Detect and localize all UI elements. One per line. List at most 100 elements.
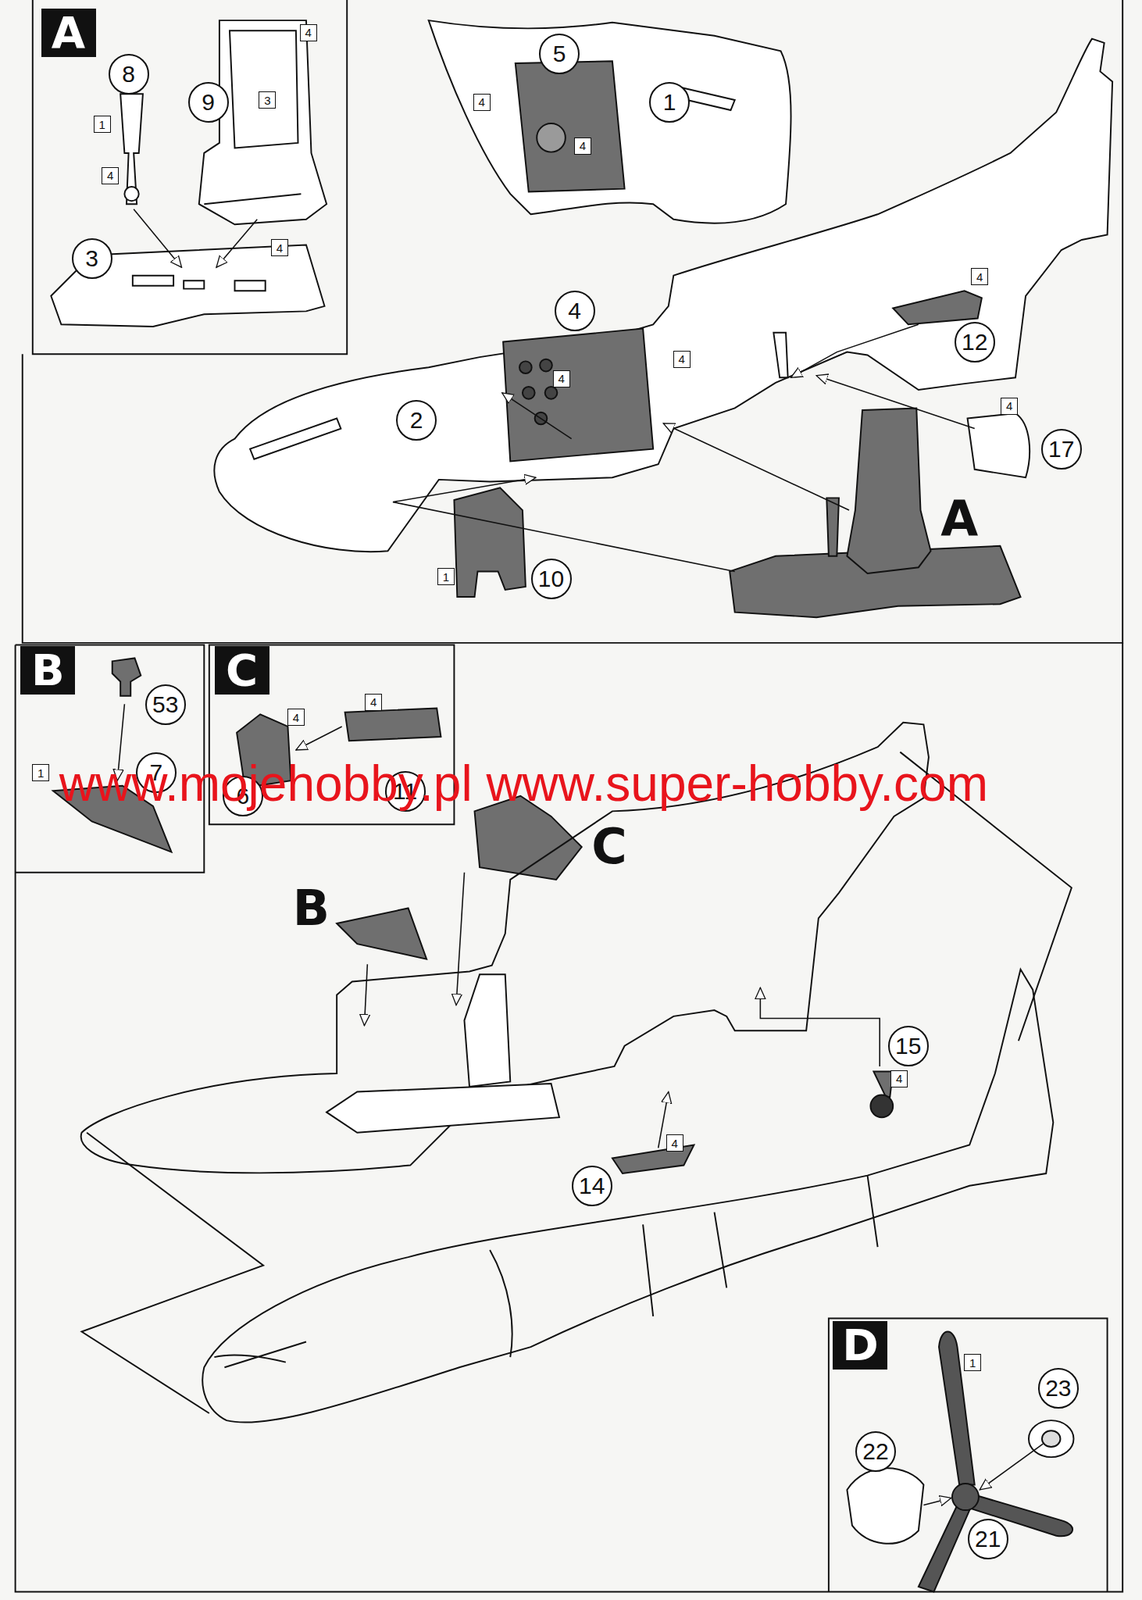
seat bbox=[199, 20, 327, 225]
control-stick bbox=[120, 93, 143, 204]
gauge bbox=[519, 360, 532, 374]
part-number: 9 bbox=[201, 90, 215, 115]
color-code: 1 bbox=[93, 115, 111, 133]
callout-number: 12 bbox=[954, 321, 996, 363]
part-number: 4 bbox=[567, 299, 582, 323]
part-number: 2 bbox=[410, 408, 424, 432]
callout-number: 22 bbox=[855, 1431, 896, 1472]
color-code: 4 bbox=[364, 693, 382, 711]
part-10 bbox=[453, 487, 525, 597]
part-number: 4 bbox=[1006, 399, 1013, 412]
callout-number: 15 bbox=[888, 1025, 929, 1067]
assembly-letter: B bbox=[292, 884, 330, 933]
callout-number: 14 bbox=[571, 1165, 613, 1207]
part-number: 4 bbox=[292, 711, 300, 724]
gauge bbox=[522, 386, 536, 400]
part-number: B bbox=[31, 648, 65, 693]
leader-arrow bbox=[133, 209, 182, 268]
part-number: 4 bbox=[304, 26, 311, 39]
panel-letter: C bbox=[214, 645, 270, 695]
color-code: 1 bbox=[32, 763, 50, 782]
cockpit-floor bbox=[50, 244, 325, 326]
part-number: 1 bbox=[37, 767, 44, 779]
floor-detail bbox=[132, 275, 266, 292]
callout-number: 5 bbox=[538, 33, 580, 75]
leader-arrow bbox=[663, 423, 850, 511]
bulkhead-detail bbox=[536, 123, 566, 153]
callout-number: 3 bbox=[71, 238, 113, 279]
part-number: 4 bbox=[678, 353, 686, 365]
part-number: 1 bbox=[98, 118, 105, 131]
panel-letter: D bbox=[832, 1320, 888, 1370]
part-number: 21 bbox=[974, 1527, 1001, 1551]
fuselage-lower bbox=[202, 969, 1053, 1423]
watermark: www.mojehobby.pl www.super-hobby.com bbox=[59, 758, 989, 809]
assembly-letter: C bbox=[591, 822, 628, 871]
panel-frame bbox=[32, 0, 347, 354]
color-code: 4 bbox=[553, 370, 571, 388]
part-number: 4 bbox=[579, 139, 586, 152]
part-number: 10 bbox=[538, 567, 564, 591]
part-number: 1 bbox=[442, 571, 450, 583]
color-code: 4 bbox=[299, 24, 318, 42]
color-code: 4 bbox=[890, 1070, 908, 1088]
part-number: 4 bbox=[976, 271, 983, 283]
seat bbox=[846, 407, 931, 574]
part-12 bbox=[892, 290, 982, 325]
leader-arrow bbox=[502, 392, 572, 439]
part-number: 17 bbox=[1048, 437, 1075, 461]
part-rod bbox=[773, 332, 788, 378]
callout-number: 10 bbox=[531, 558, 572, 600]
callout-number: 1 bbox=[649, 82, 690, 123]
part-number: 12 bbox=[961, 330, 988, 354]
part-number: 4 bbox=[478, 96, 486, 108]
bulkhead bbox=[515, 60, 625, 192]
color-code: 1 bbox=[437, 567, 455, 586]
leader-arrow bbox=[979, 1443, 1043, 1490]
fuselage-half bbox=[428, 20, 792, 223]
callout-number: 9 bbox=[188, 82, 229, 123]
leader-arrow bbox=[791, 324, 919, 378]
panel-frame bbox=[22, 0, 1123, 643]
callout-number: 8 bbox=[108, 53, 150, 95]
leader-arrow bbox=[392, 477, 736, 571]
leader-arrow bbox=[456, 872, 464, 1006]
gauge bbox=[539, 359, 553, 372]
part-number: D bbox=[842, 1323, 878, 1367]
callout-number: 21 bbox=[967, 1518, 1009, 1560]
spinner-back-hole bbox=[1042, 1430, 1061, 1447]
leader-arrow bbox=[816, 375, 975, 429]
color-code: 4 bbox=[666, 1134, 684, 1152]
color-code: 1 bbox=[963, 1353, 982, 1371]
color-code: 4 bbox=[287, 708, 305, 726]
callout-number: 2 bbox=[396, 399, 437, 441]
color-code: 4 bbox=[101, 167, 119, 185]
leader-arrow bbox=[364, 963, 368, 1025]
color-code: 4 bbox=[473, 93, 491, 111]
assembly-letter: A bbox=[940, 494, 978, 543]
part-number: 1 bbox=[969, 1356, 976, 1369]
part-11 bbox=[345, 707, 442, 741]
callout-number: 23 bbox=[1038, 1367, 1079, 1409]
part-number: 4 bbox=[557, 372, 564, 385]
part-number: 4 bbox=[107, 169, 114, 182]
guide-line bbox=[82, 1132, 265, 1414]
panel-line bbox=[214, 1175, 878, 1368]
part-number: 53 bbox=[152, 692, 179, 717]
color-code: 3 bbox=[258, 91, 276, 109]
fuselage-half bbox=[214, 39, 1113, 553]
part-number: 4 bbox=[370, 695, 377, 708]
part-number: A bbox=[51, 10, 86, 55]
part-number: 4 bbox=[895, 1072, 903, 1085]
part-17 bbox=[967, 413, 1031, 478]
part-53 bbox=[112, 657, 142, 696]
part-number: 23 bbox=[1045, 1376, 1071, 1400]
instrument-panel bbox=[503, 328, 654, 462]
part-number: 3 bbox=[264, 94, 271, 107]
callout-number: 53 bbox=[145, 684, 186, 725]
part-b-assembled bbox=[336, 907, 427, 959]
color-code: 4 bbox=[271, 239, 289, 257]
callout-number: 17 bbox=[1041, 428, 1082, 470]
part-number: 5 bbox=[553, 42, 567, 66]
